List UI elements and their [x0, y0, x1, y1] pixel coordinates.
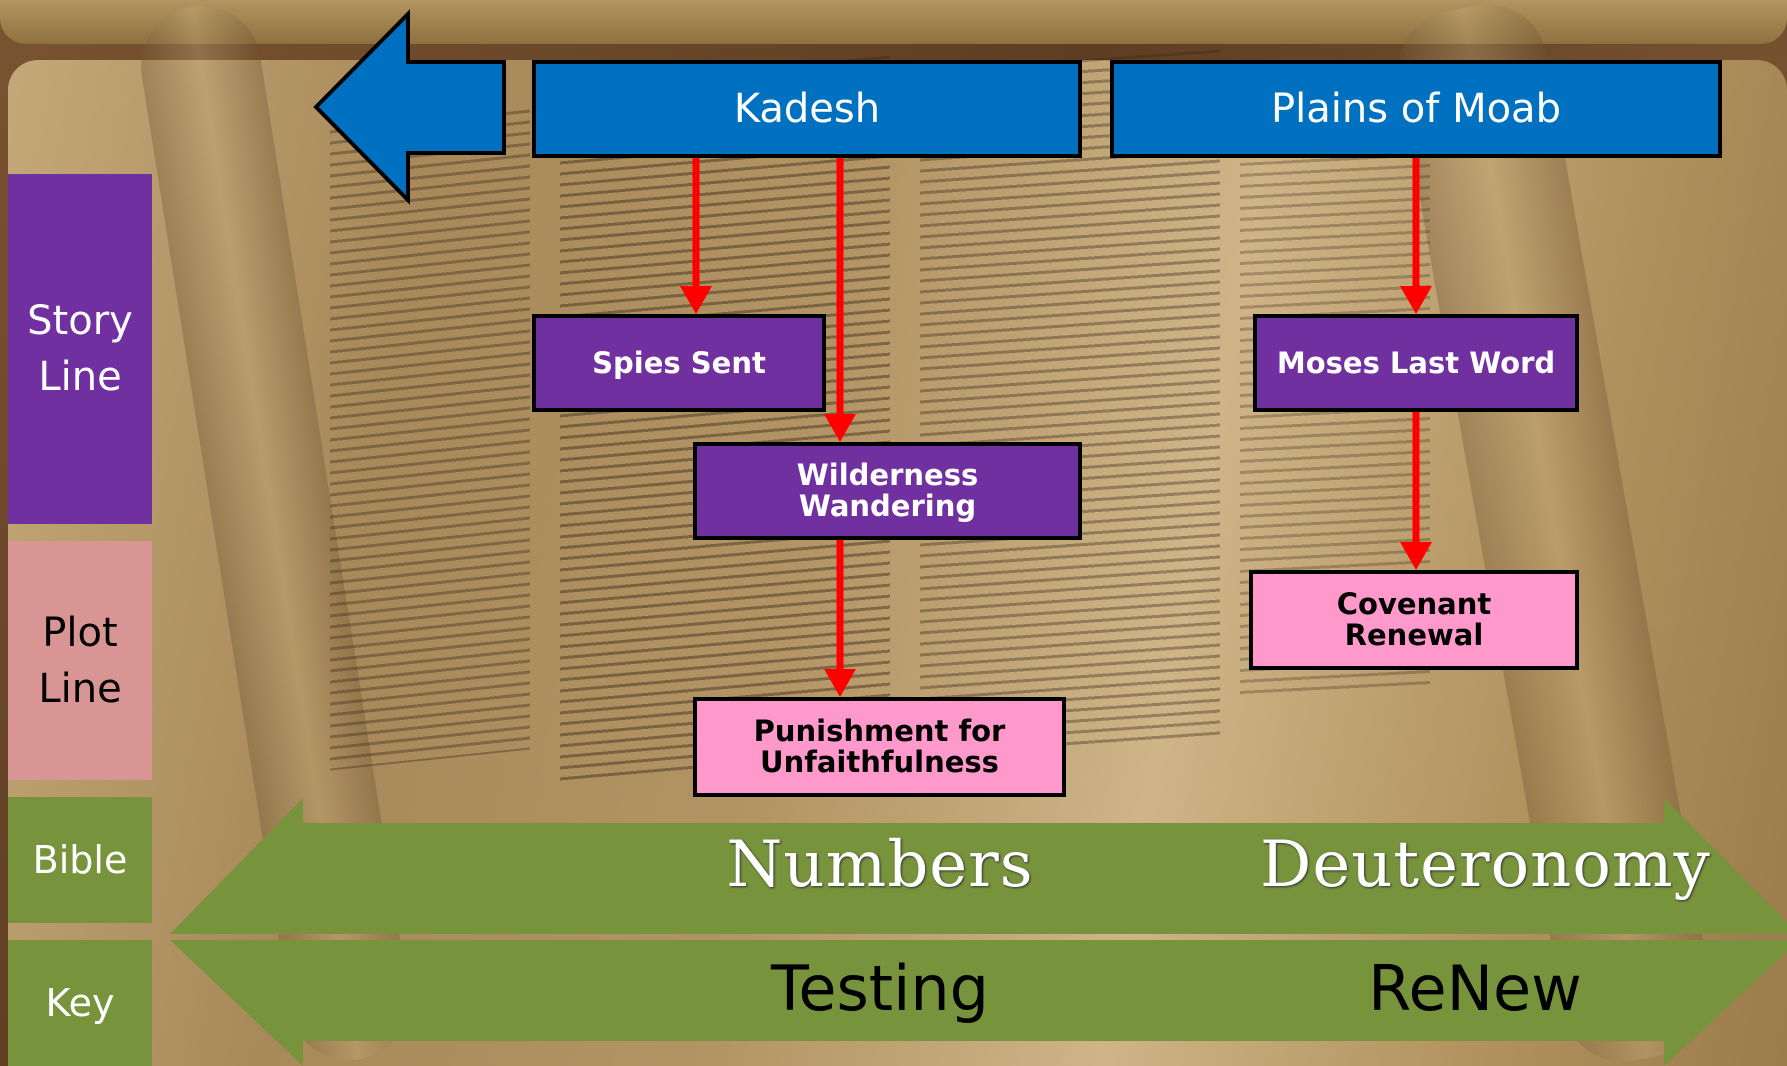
sidebar-bible-label: Bible	[32, 838, 128, 882]
arrowhead-icon	[1400, 542, 1432, 570]
arrowhead-icon	[824, 669, 856, 697]
event-covenant-renewal: Covenant Renewal	[1249, 570, 1579, 670]
event-punishment-for-unfaithfulness: Punishment for Unfaithfulness	[693, 697, 1066, 797]
location-kadesh-label: Kadesh	[733, 86, 881, 132]
sidebar-plot-line-label: Plot Line	[38, 609, 122, 712]
key-double-arrow	[170, 940, 1787, 1066]
sidebar-plot-line: Plot Line	[8, 541, 152, 780]
event-punishment-label: Punishment for Unfaithfulness	[753, 714, 1006, 779]
key-renew: ReNew	[1368, 952, 1582, 1025]
back-arrow-icon	[313, 9, 506, 205]
sidebar-story-line-label: Story Line	[27, 298, 133, 400]
bible-double-arrow	[170, 798, 1787, 934]
location-kadesh: Kadesh	[532, 60, 1082, 158]
arrowhead-icon	[1400, 286, 1432, 314]
arrowhead-icon	[680, 286, 712, 314]
location-plains-of-moab: Plains of Moab	[1110, 60, 1722, 158]
sidebar-story-line: Story Line	[8, 174, 152, 524]
book-numbers: Numbers	[726, 828, 1034, 902]
event-moses-last-word: Moses Last Word	[1253, 314, 1579, 412]
book-deuteronomy: Deuteronomy	[1260, 828, 1711, 902]
event-wilderness-wandering: Wilderness Wandering	[693, 442, 1082, 540]
sidebar-key-label: Key	[45, 981, 115, 1025]
event-moses-last-word-label: Moses Last Word	[1276, 345, 1556, 380]
top-panel	[0, 0, 1787, 44]
event-spies-sent: Spies Sent	[532, 314, 826, 412]
event-covenant-renewal-label: Covenant Renewal	[1336, 587, 1492, 652]
key-testing: Testing	[771, 952, 989, 1025]
sidebar-bible: Bible	[8, 797, 152, 923]
connector-arrowheads	[680, 286, 1432, 697]
connector-arrows	[692, 158, 1420, 673]
event-spies-sent-label: Spies Sent	[592, 345, 766, 380]
sidebar-key: Key	[8, 940, 152, 1066]
event-wilderness-wandering-label: Wilderness Wandering	[796, 458, 979, 523]
location-plains-of-moab-label: Plains of Moab	[1271, 86, 1561, 132]
arrowhead-icon	[824, 414, 856, 442]
